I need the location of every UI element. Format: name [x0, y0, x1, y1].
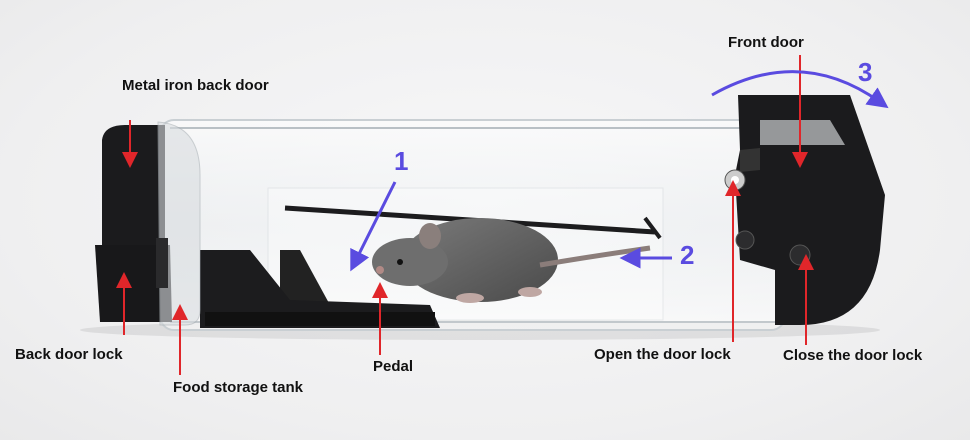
step-one-arrow: [350, 181, 397, 272]
step-three-arrow: [711, 70, 889, 109]
step-number-one: 1: [394, 146, 409, 176]
pointer-arrows: [116, 55, 814, 375]
back-door: [95, 121, 201, 326]
label-back-door-lock: Back door lock: [15, 346, 123, 363]
label-front-door: Front door: [728, 34, 804, 51]
label-close-door-lock: Close the door lock: [783, 347, 923, 364]
label-pedal: Pedal: [373, 358, 414, 375]
step-number-three: 3: [858, 57, 873, 87]
label-metal-back-door: Metal iron back door: [122, 77, 269, 94]
step-arrows: [350, 70, 889, 272]
step-number-two: 2: [680, 240, 695, 270]
label-food-storage-tank: Food storage tank: [173, 379, 304, 396]
label-open-door-lock: Open the door lock: [594, 346, 731, 363]
